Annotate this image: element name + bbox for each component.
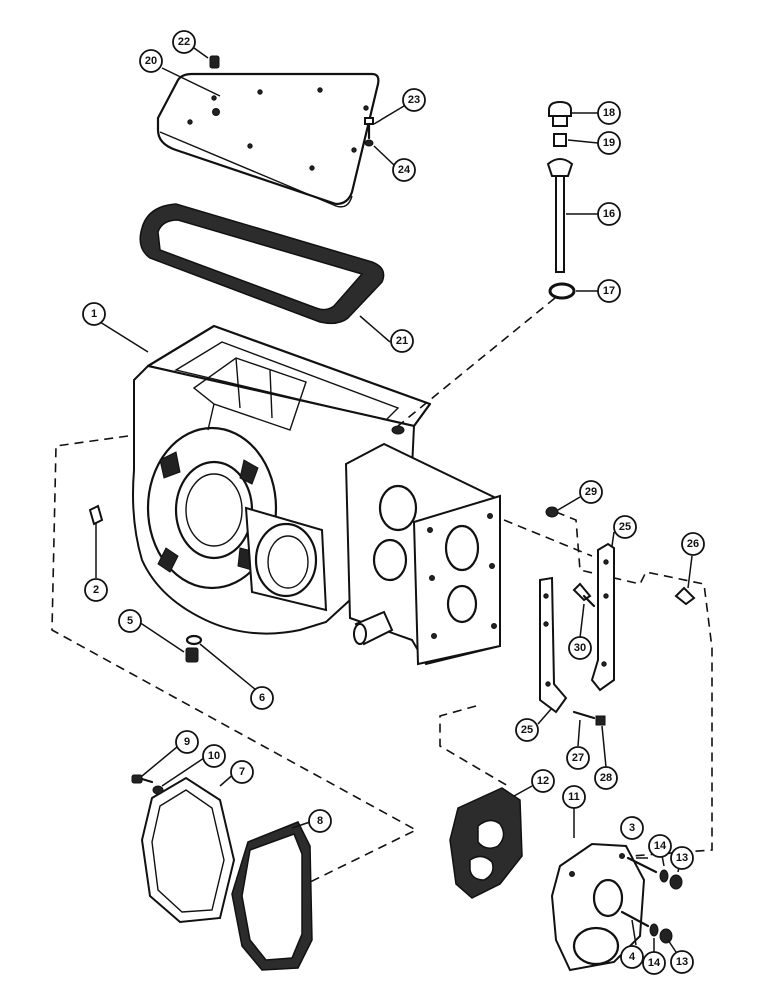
callout-13-upper: 13	[670, 846, 694, 870]
svg-text:18: 18	[603, 107, 615, 119]
svg-text:14: 14	[648, 957, 661, 969]
assembly-guide-lines	[51, 297, 713, 885]
bolt-26	[674, 586, 696, 606]
washer-14-upper	[659, 869, 669, 883]
callout-10: 10	[202, 744, 226, 768]
svg-text:10: 10	[208, 750, 220, 762]
callout-23: 23	[402, 88, 426, 112]
callout-6: 6	[250, 686, 274, 710]
callout-13-lower: 13	[670, 950, 694, 974]
svg-text:25: 25	[521, 724, 533, 736]
svg-text:2: 2	[93, 584, 99, 596]
dipstick-seal-17	[548, 282, 576, 300]
svg-text:25: 25	[619, 521, 631, 533]
dowel-pin-2	[88, 504, 104, 526]
callout-29: 29	[579, 480, 603, 504]
callout-1: 1	[82, 302, 106, 326]
svg-text:20: 20	[145, 55, 157, 67]
stud-3	[626, 856, 658, 874]
nut-28	[595, 715, 606, 726]
leader-lines	[95, 47, 693, 963]
bolt-30	[572, 582, 596, 608]
svg-text:29: 29	[585, 486, 597, 498]
callout-19: 19	[597, 131, 621, 155]
svg-text:1: 1	[91, 308, 97, 320]
svg-text:17: 17	[603, 285, 615, 297]
top-cover-plate	[156, 72, 380, 208]
nut-13-upper	[669, 874, 683, 890]
nut-29	[545, 506, 559, 518]
svg-text:6: 6	[259, 692, 265, 704]
svg-text:22: 22	[178, 36, 190, 48]
callout-14-lower: 14	[642, 951, 666, 975]
washer-14-lower	[649, 923, 659, 937]
svg-text:13: 13	[676, 852, 688, 864]
svg-text:9: 9	[184, 736, 190, 748]
callout-2: 2	[84, 578, 108, 602]
callout-14-upper: 14	[648, 834, 672, 858]
svg-text:30: 30	[574, 642, 586, 654]
callout-25-left: 25	[515, 718, 539, 742]
drain-plug-5	[185, 647, 199, 663]
svg-text:27: 27	[572, 752, 584, 764]
stud-4	[620, 910, 650, 928]
strap-25-right	[590, 542, 615, 692]
stud-27	[572, 710, 596, 720]
side-cover-gasket-8	[231, 821, 313, 971]
callout-17: 17	[597, 279, 621, 303]
svg-text:14: 14	[654, 840, 667, 852]
callout-11: 11	[562, 785, 586, 809]
svg-text:19: 19	[603, 137, 615, 149]
svg-text:5: 5	[127, 615, 133, 627]
gasket-12	[449, 787, 523, 899]
svg-text:13: 13	[676, 956, 688, 968]
top-cover-gasket	[139, 203, 385, 325]
svg-text:28: 28	[600, 772, 612, 784]
bolt-23	[364, 117, 374, 140]
plug-22	[209, 55, 220, 69]
callout-25-right: 25	[613, 515, 637, 539]
strap-25-left	[539, 576, 568, 714]
svg-text:26: 26	[687, 538, 699, 550]
svg-text:8: 8	[317, 815, 323, 827]
callout-20: 20	[139, 49, 163, 73]
callout-18: 18	[597, 101, 621, 125]
dipstick-bushing-19	[553, 133, 567, 147]
svg-text:24: 24	[398, 164, 411, 176]
side-cover-7	[140, 776, 236, 924]
callout-27: 27	[566, 746, 590, 770]
callout-9: 9	[175, 730, 199, 754]
callout-8: 8	[308, 809, 332, 833]
bolt-9	[131, 774, 154, 784]
callout-26: 26	[681, 532, 705, 556]
callout-30: 30	[568, 636, 592, 660]
transmission-housing	[132, 324, 501, 666]
svg-text:3: 3	[629, 822, 635, 834]
callout-24: 24	[392, 158, 416, 182]
svg-text:16: 16	[603, 208, 615, 220]
callout-3: 3	[620, 816, 644, 840]
svg-text:21: 21	[396, 335, 408, 347]
svg-text:7: 7	[239, 766, 245, 778]
callout-21: 21	[390, 329, 414, 353]
washer-10	[152, 785, 164, 795]
callout-12: 12	[531, 769, 555, 793]
svg-text:23: 23	[408, 94, 420, 106]
svg-text:11: 11	[568, 791, 580, 803]
washer-6	[185, 634, 203, 646]
callout-22: 22	[172, 30, 196, 54]
nut-13-lower	[659, 928, 673, 944]
callout-16: 16	[597, 202, 621, 226]
callout-4: 4	[620, 945, 644, 969]
callout-28: 28	[594, 766, 618, 790]
svg-text:12: 12	[537, 775, 549, 787]
dipstick-16	[546, 158, 574, 273]
dipstick-cap-18	[548, 100, 572, 127]
washer-24	[364, 139, 374, 147]
svg-text:4: 4	[629, 951, 636, 963]
callout-5: 5	[118, 609, 142, 633]
pto-housing-11	[550, 842, 646, 972]
callout-7: 7	[230, 760, 254, 784]
